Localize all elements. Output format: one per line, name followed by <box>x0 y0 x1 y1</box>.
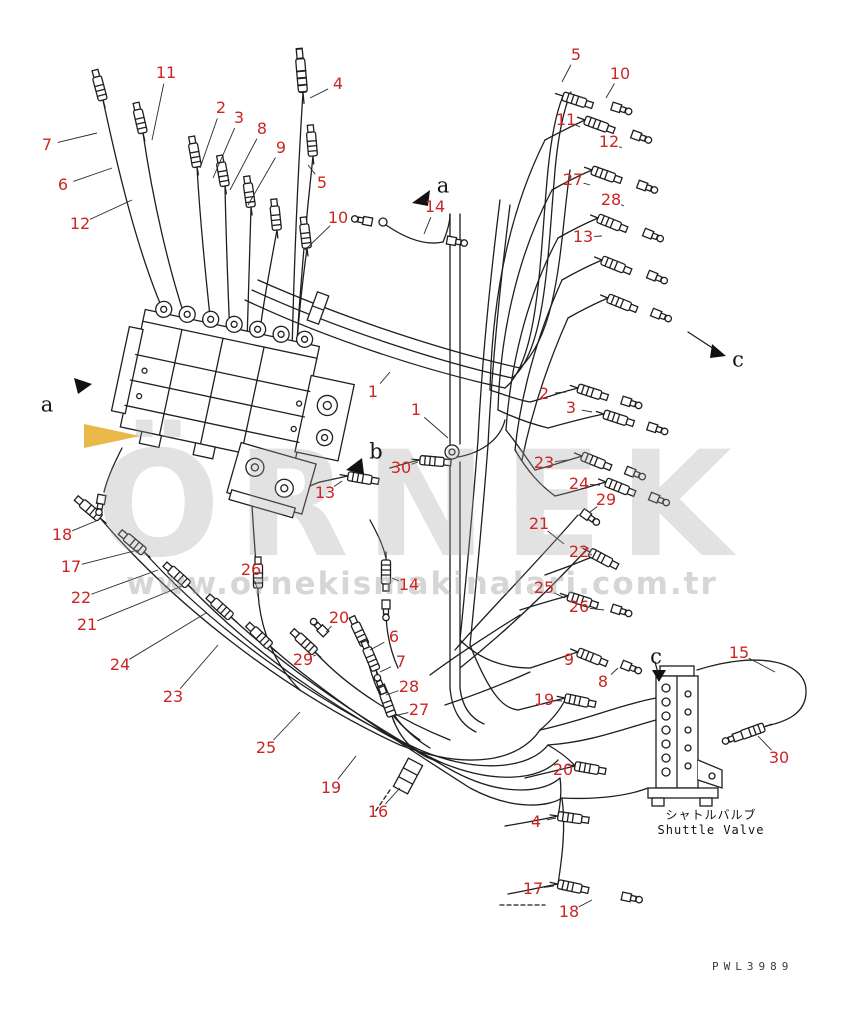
callout-7: 7 <box>41 135 53 154</box>
callout-20: 20 <box>328 608 350 627</box>
callout-27: 27 <box>408 700 430 719</box>
callout-8: 8 <box>256 119 268 138</box>
hose-stubs-mid-right <box>429 387 607 895</box>
callout-3: 3 <box>565 398 577 417</box>
callout-27: 27 <box>562 170 584 189</box>
callout-6: 6 <box>388 627 400 646</box>
callout-24: 24 <box>568 474 590 493</box>
clamp-16 <box>392 757 424 795</box>
callout-25: 25 <box>533 578 555 597</box>
callout-11: 11 <box>155 63 177 82</box>
shuttle-valve-label-en: Shuttle Valve <box>657 823 765 837</box>
shuttle-valve <box>647 659 807 807</box>
callout-18: 18 <box>51 525 73 544</box>
shuttle-valve-label-jp: シャトルバルブ <box>665 808 757 822</box>
pilot-valve-block <box>226 441 317 519</box>
control-valve <box>110 300 356 471</box>
callout-21: 21 <box>76 615 98 634</box>
callout-28: 28 <box>600 190 622 209</box>
callout-21: 21 <box>528 514 550 533</box>
callout-16: 16 <box>367 802 389 821</box>
callout-4: 4 <box>332 74 344 93</box>
view-arrows <box>74 190 726 682</box>
view-arrow-tails <box>654 331 715 674</box>
callout-7: 7 <box>395 652 407 671</box>
callout-30: 30 <box>390 458 412 477</box>
view-arrow-a-top <box>412 190 430 206</box>
callout-10: 10 <box>609 64 631 83</box>
view-arrow-c-bottom <box>652 670 666 682</box>
callout-5: 5 <box>316 173 328 192</box>
view-letter-a: a <box>436 173 450 198</box>
callout-12: 12 <box>69 214 91 233</box>
callout-22: 22 <box>70 588 92 607</box>
callout-1: 1 <box>367 382 379 401</box>
callout-13: 13 <box>572 227 594 246</box>
callout-2: 2 <box>215 98 227 117</box>
shuttle-valve-label: シャトルバルブ Shuttle Valve <box>650 806 772 837</box>
callout-4: 4 <box>530 812 542 831</box>
hose-bundle-center <box>442 199 511 733</box>
callout-10: 10 <box>327 208 349 227</box>
callout-23: 23 <box>162 687 184 706</box>
callout-12: 12 <box>598 132 620 151</box>
callout-20: 20 <box>552 760 574 779</box>
view-letter-a: a <box>40 392 54 417</box>
callout-26: 26 <box>568 597 590 616</box>
callout-9: 9 <box>563 650 575 669</box>
callout-9: 9 <box>275 138 287 157</box>
callout-19: 19 <box>320 778 342 797</box>
hose-clamps <box>306 217 546 906</box>
callout-19: 19 <box>533 690 555 709</box>
callout-11: 11 <box>555 110 577 129</box>
callout-25: 25 <box>255 738 277 757</box>
callout-15: 15 <box>728 643 750 662</box>
callout-28: 28 <box>398 677 420 696</box>
callout-29: 29 <box>595 490 617 509</box>
callout-14: 14 <box>398 575 420 594</box>
callout-18: 18 <box>558 902 580 921</box>
callout-6: 6 <box>57 175 69 194</box>
callout-1: 1 <box>410 400 422 419</box>
callout-30: 30 <box>768 748 790 767</box>
callout-8: 8 <box>597 672 609 691</box>
callout-17: 17 <box>60 557 82 576</box>
callout-5: 5 <box>570 45 582 64</box>
callout-3: 3 <box>233 108 245 127</box>
view-letter-c: c <box>732 347 744 372</box>
view-arrow-b <box>346 458 364 474</box>
view-arrow-c-top <box>710 344 726 358</box>
callout-13: 13 <box>314 483 336 502</box>
drawing-number: PWL3989 <box>712 960 794 973</box>
hose-stubs-valve <box>103 224 506 493</box>
callout-26: 26 <box>240 560 262 579</box>
callout-14: 14 <box>424 197 446 216</box>
hose-bundle-right-loop <box>244 91 609 461</box>
callout-29: 29 <box>292 650 314 669</box>
callout-22: 22 <box>568 542 590 561</box>
callout-24: 24 <box>109 655 131 674</box>
view-letter-b: b <box>369 439 383 464</box>
callout-23: 23 <box>533 453 555 472</box>
callout-2: 2 <box>538 384 550 403</box>
view-arrow-a-left <box>74 378 92 394</box>
callout-17: 17 <box>522 879 544 898</box>
view-letter-c: c <box>650 644 662 669</box>
